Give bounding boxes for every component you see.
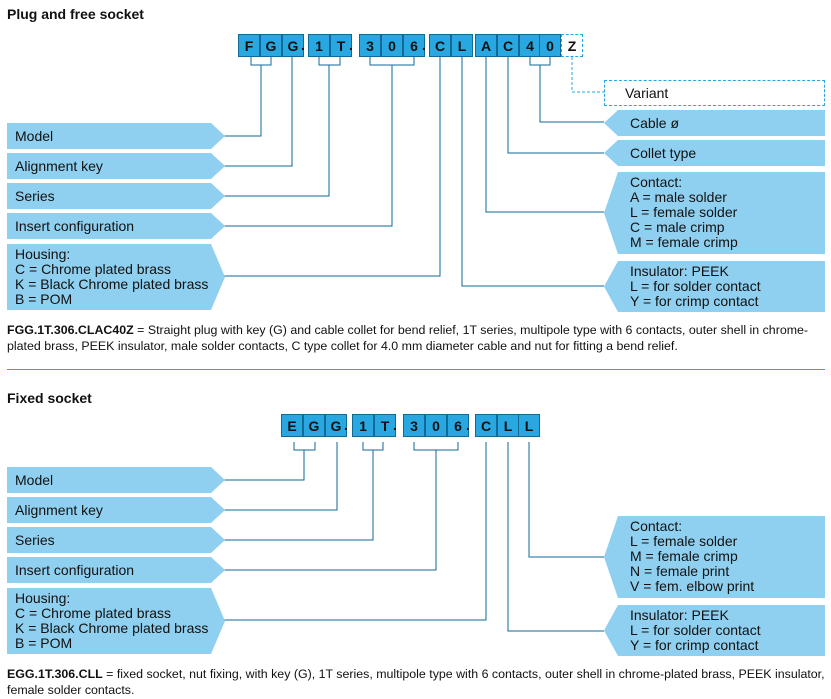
section1-description: FGG.1T.306.CLAC40Z = Straight plug with … xyxy=(7,322,827,354)
code-char: C xyxy=(497,34,519,57)
code-char: G xyxy=(260,34,282,57)
label-series: Series xyxy=(7,183,225,209)
code-char: 0 xyxy=(425,414,447,437)
code-dot: . xyxy=(422,37,426,53)
desc-text: = fixed socket, nut fixing, with key (G)… xyxy=(7,667,825,697)
desc-code: FGG.1T.306.CLAC40Z xyxy=(7,323,134,337)
label-insert-configuration: Insert configuration xyxy=(7,213,225,239)
code-dot: . xyxy=(344,417,348,433)
section-divider xyxy=(7,369,825,370)
label-insulator: Insulator: PEEK L = for solder contact Y… xyxy=(604,605,825,656)
code-char: 3 xyxy=(403,414,425,437)
code-char: C xyxy=(429,34,451,57)
label-series: Series xyxy=(7,527,225,553)
code-char: 4 xyxy=(519,34,541,57)
code-char: T xyxy=(330,34,352,57)
label-alignment-key: Alignment key xyxy=(7,497,225,523)
desc-text: = Straight plug with key (G) and cable c… xyxy=(7,323,809,353)
label-cable: Cable ø xyxy=(604,110,825,136)
label-contact: Contact: A = male solder L = female sold… xyxy=(604,172,825,254)
section2-description: EGG.1T.306.CLL = fixed socket, nut fixin… xyxy=(7,666,827,698)
section2-heading: Fixed socket xyxy=(7,390,92,406)
code-char: T xyxy=(374,414,396,437)
section1-heading: Plug and free socket xyxy=(7,6,144,22)
code-char: 0 xyxy=(381,34,403,57)
label-housing: Housing: C = Chrome plated brass K = Bla… xyxy=(7,588,225,654)
code-char: E xyxy=(281,414,303,437)
code-char: F xyxy=(238,34,260,57)
code-char: C xyxy=(475,414,497,437)
label-insulator: Insulator: PEEK L = for solder contact Y… xyxy=(604,261,825,312)
code-dot: . xyxy=(393,417,397,433)
label-alignment-key: Alignment key xyxy=(7,153,225,179)
code-dot: . xyxy=(466,417,470,433)
code-char-variant: Z xyxy=(561,34,583,57)
label-collet-type: Collet type xyxy=(604,140,825,166)
label-insert-configuration: Insert configuration xyxy=(7,557,225,583)
code-char: 1 xyxy=(308,34,330,57)
label-contact: Contact: L = female solder M = female cr… xyxy=(604,516,825,598)
label-variant: Variant xyxy=(604,80,825,106)
label-housing: Housing: C = Chrome plated brass K = Bla… xyxy=(7,244,225,310)
code-char: 3 xyxy=(359,34,381,57)
code-char: G xyxy=(303,414,325,437)
code-char: 1 xyxy=(352,414,374,437)
code-dot: . xyxy=(349,37,353,53)
code-char: G xyxy=(282,34,304,57)
label-model: Model xyxy=(7,467,225,493)
desc-code: EGG.1T.306.CLL xyxy=(7,667,103,681)
code-char: A xyxy=(475,34,497,57)
code-char: L xyxy=(497,414,519,437)
code-char: L xyxy=(518,414,540,437)
code-char: 0 xyxy=(539,34,561,57)
code-char: 6 xyxy=(447,414,469,437)
code-char: 6 xyxy=(403,34,425,57)
code-char: L xyxy=(451,34,473,57)
code-dot: . xyxy=(301,37,305,53)
code-char: G xyxy=(325,414,347,437)
label-model: Model xyxy=(7,123,225,149)
